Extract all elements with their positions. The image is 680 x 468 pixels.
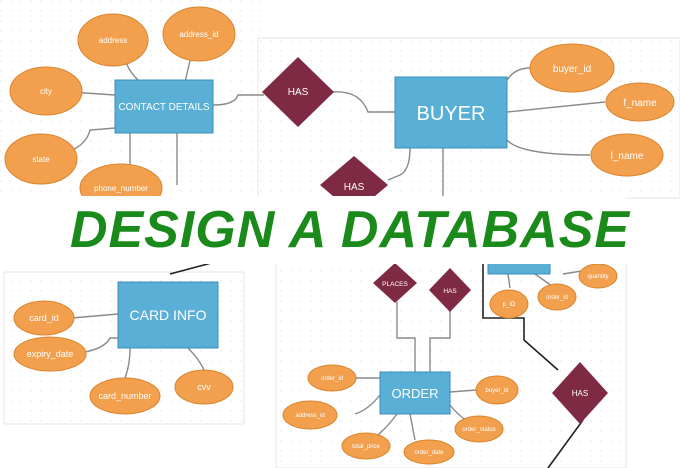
attribute-label: address (99, 36, 127, 45)
attribute-card-number (89, 377, 161, 415)
attribute-label: address_id (295, 413, 324, 419)
relationship-has-contact: HAS (262, 57, 334, 127)
relationship-label: PLACES (382, 281, 408, 288)
attribute-label: phone_number (94, 184, 148, 193)
attribute-label: state (32, 155, 50, 164)
attribute-label: address_id (179, 30, 218, 39)
title-text: DESIGN A DATABASE (69, 201, 631, 259)
attribute-total-price (341, 432, 391, 460)
entity-label: CARD INFO (130, 307, 207, 323)
relationship-places: PLACES (373, 263, 417, 303)
attribute-label: buyer_id (553, 64, 591, 75)
attribute-p-id (489, 289, 529, 319)
entity-contact-details: CONTACT DETAILS (114, 79, 214, 134)
entity-buyer: BUYER (394, 76, 508, 149)
attribute-label: buyer_id (485, 388, 508, 394)
attribute-label: expiry_date (27, 349, 74, 359)
attribute-labels: address address_id city state phone_numb… (27, 30, 657, 456)
entity-label: CONTACT DETAILS (118, 102, 209, 113)
attribute-order-id (307, 364, 357, 392)
attribute-cvv (174, 369, 234, 405)
attribute-address-id-order (282, 400, 338, 430)
attribute-label: city (40, 87, 52, 96)
attribute-expiry-date (13, 336, 87, 372)
entity-card-info: CARD INFO (117, 281, 219, 349)
attribute-label: total_price (352, 444, 380, 450)
attribute-label: order_date (414, 450, 444, 456)
attribute-order-date (403, 439, 455, 465)
attribute-order-status (454, 415, 504, 443)
entity-label: BUYER (417, 103, 486, 125)
attribute-label: order_status (462, 427, 495, 433)
relationship-label: HAS (443, 288, 457, 295)
attribute-label: cvv (197, 382, 211, 392)
relationship-has-right: HAS (552, 362, 608, 424)
attribute-buyer-id (529, 43, 615, 93)
attribute-order-id-top (537, 283, 577, 311)
attribute-label: p_ID (503, 302, 516, 308)
attribute-l-name (590, 133, 664, 177)
attribute-quantity (578, 263, 618, 289)
entity-label: ORDER (392, 386, 439, 401)
title-banner: DESIGN A DATABASE (70, 196, 629, 264)
attribute-buyer-id-order (475, 375, 519, 405)
attribute-address-id (162, 6, 236, 62)
attribute-address (77, 13, 149, 67)
attribute-label: order_id (546, 295, 568, 301)
attribute-state (4, 133, 78, 185)
relationship-has-order: HAS (429, 268, 471, 312)
attribute-card-id (13, 300, 75, 336)
attribute-city (9, 66, 83, 116)
attribute-label: quantity (587, 274, 608, 280)
attribute-f-name (605, 82, 675, 122)
attributes (4, 6, 675, 465)
attribute-label: card_number (98, 391, 151, 401)
entity-order: ORDER (379, 371, 451, 415)
bold-connectors (169, 261, 584, 468)
attribute-label: order_id (321, 376, 343, 382)
attribute-label: card_id (29, 313, 59, 323)
relationship-label: HAS (344, 182, 365, 193)
relationship-label: HAS (288, 87, 309, 98)
attribute-label: l_name (611, 151, 644, 162)
relationship-label: HAS (572, 389, 588, 398)
attribute-label: f_name (623, 98, 657, 109)
